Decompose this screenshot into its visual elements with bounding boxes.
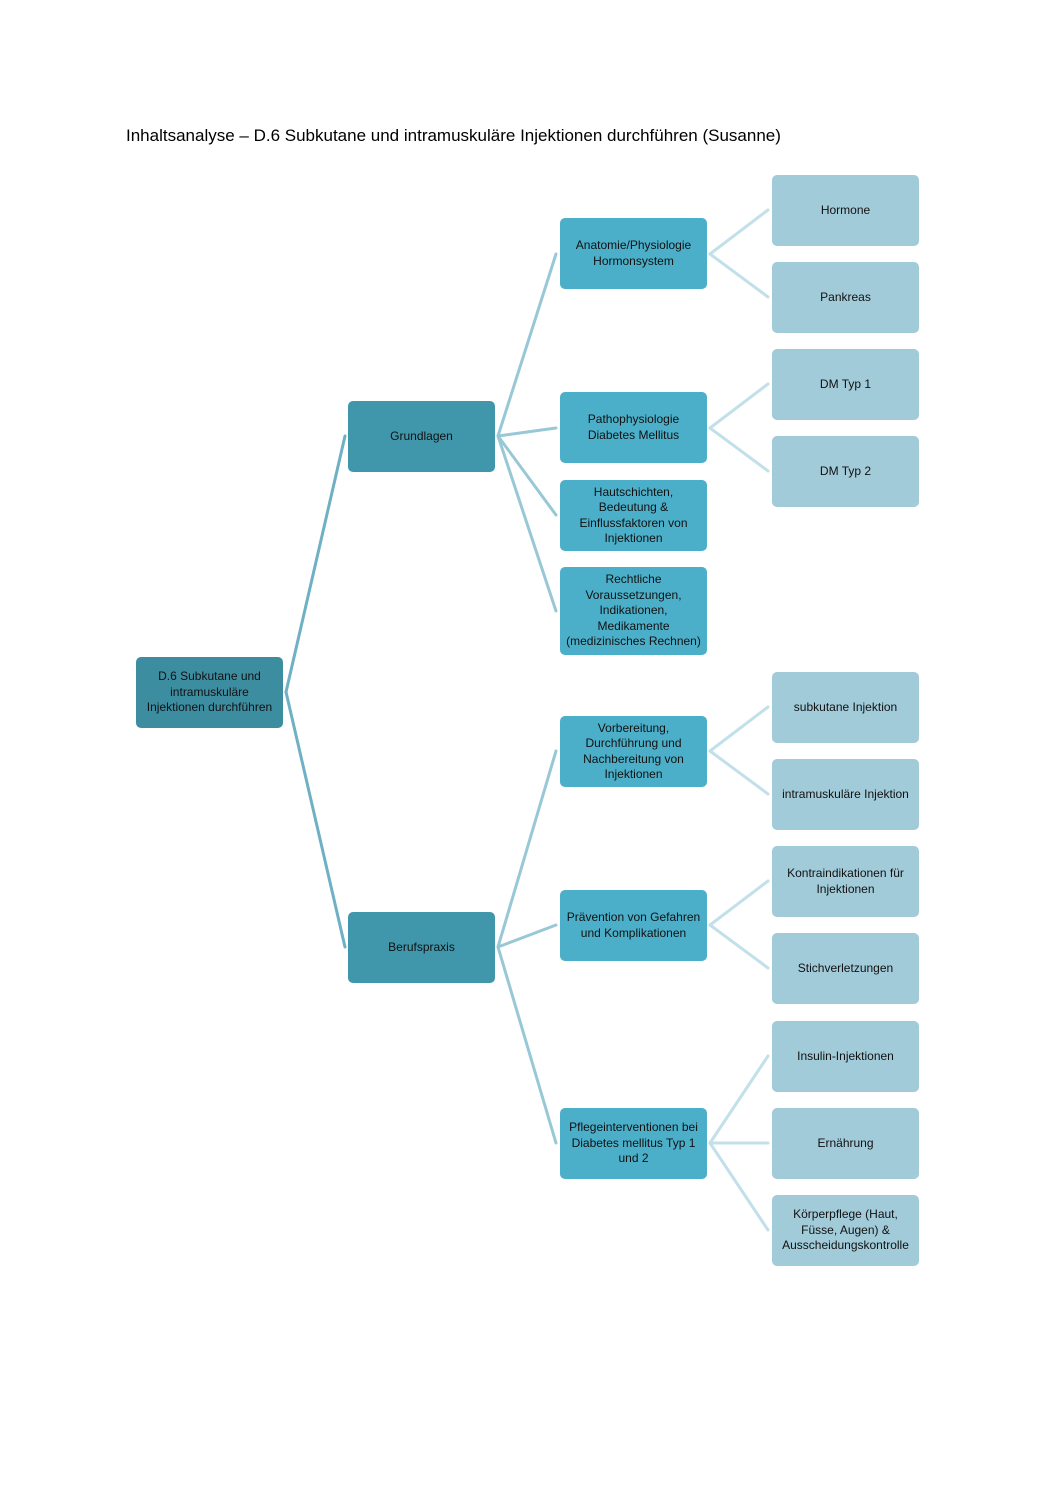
root-node: D.6 Subkutane und intramuskuläre Injekti… <box>136 657 283 728</box>
topic-anatomie-physiologie: Anatomie/Physiologie Hormonsystem <box>560 218 707 289</box>
topic-rechtliche-voraussetzungen: Rechtliche Voraussetzungen, Indikationen… <box>560 567 707 655</box>
leaf-insulin-injektionen: Insulin-Injektionen <box>772 1021 919 1092</box>
page-title: Inhaltsanalyse – D.6 Subkutane und intra… <box>126 126 781 145</box>
leaf-stichverletzungen: Stichverletzungen <box>772 933 919 1004</box>
berufspraxis-connectors <box>496 749 558 1145</box>
root-connectors <box>284 434 347 949</box>
leaf-pankreas: Pankreas <box>772 262 919 333</box>
leaf-ernaehrung: Ernährung <box>772 1108 919 1179</box>
leaf-koerperpflege: Körperpflege (Haut, Füsse, Augen) & Auss… <box>772 1195 919 1266</box>
topic-hautschichten: Hautschichten, Bedeutung & Einflussfakto… <box>560 480 707 551</box>
leaf-dm-typ-1: DM Typ 1 <box>772 349 919 420</box>
leaf-intramuskulaere-injektion: intramuskuläre Injektion <box>772 759 919 830</box>
topic-pathophysiologie: Pathophysiologie Diabetes Mellitus <box>560 392 707 463</box>
leaf-subkutane-injektion: subkutane Injektion <box>772 672 919 743</box>
topic-praevention: Prävention von Gefahren und Komplikation… <box>560 890 707 961</box>
leaf-kontraindikationen: Kontraindikationen für Injektionen <box>772 846 919 917</box>
grundlagen-connectors <box>496 252 558 613</box>
branch-grundlagen: Grundlagen <box>348 401 495 472</box>
topic-vorbereitung-durchfuehrung: Vorbereitung, Durchführung und Nachberei… <box>560 716 707 787</box>
leaf-hormone: Hormone <box>772 175 919 246</box>
topic-pflegeinterventionen: Pflegeinterventionen bei Diabetes mellit… <box>560 1108 707 1179</box>
branch-berufspraxis: Berufspraxis <box>348 912 495 983</box>
leaf-dm-typ-2: DM Typ 2 <box>772 436 919 507</box>
leaf-connectors <box>708 208 770 1232</box>
